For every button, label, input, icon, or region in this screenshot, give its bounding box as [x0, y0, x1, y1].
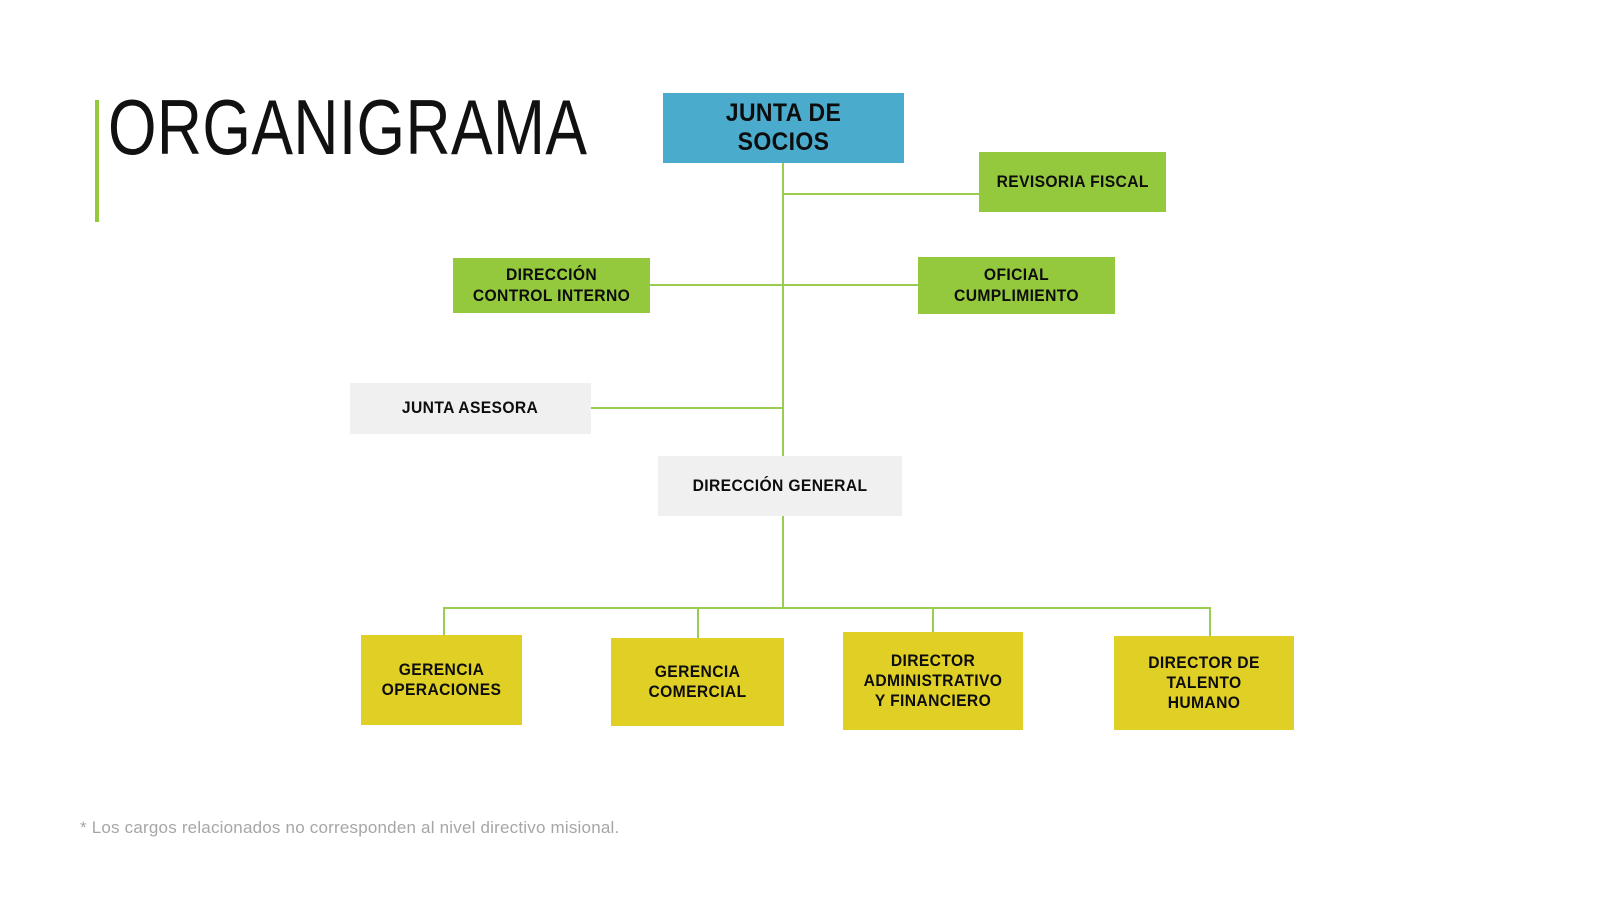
- connector-distribution-bar: [443, 607, 1210, 609]
- connector-tier2-crossbar: [650, 284, 919, 286]
- node-gerencia-comercial[interactable]: GERENCIA COMERCIAL: [611, 638, 784, 726]
- node-label: DIRECTOR DE TALENTO HUMANO: [1148, 652, 1260, 713]
- title-accent-bar: [95, 100, 99, 222]
- connector-drop-gerencia-operaciones: [443, 607, 445, 635]
- connector-trunk-lower: [782, 516, 784, 609]
- node-direccion-control-interno[interactable]: DIRECCIÓN CONTROL INTERNO: [453, 258, 650, 313]
- connector-drop-director-admin-financiero: [932, 607, 934, 632]
- page-title: ORGANIGRAMA: [108, 83, 588, 171]
- connector-to-junta-asesora: [591, 407, 783, 409]
- connector-drop-gerencia-comercial: [697, 607, 699, 638]
- node-label: JUNTA ASESORA: [402, 398, 539, 418]
- node-label: DIRECCIÓN GENERAL: [692, 475, 868, 495]
- connector-trunk-main: [782, 163, 784, 458]
- node-director-administrativo-financiero[interactable]: DIRECTOR ADMINISTRATIVO Y FINANCIERO: [843, 632, 1023, 730]
- node-label: REVISORIA FISCAL: [996, 171, 1149, 191]
- connector-to-revisoria-fiscal: [782, 193, 979, 195]
- node-oficial-cumplimiento[interactable]: OFICIAL CUMPLIMIENTO: [918, 257, 1115, 314]
- node-revisoria-fiscal[interactable]: REVISORIA FISCAL: [979, 152, 1166, 212]
- node-director-talento-humano[interactable]: DIRECTOR DE TALENTO HUMANO: [1114, 636, 1294, 730]
- node-label: GERENCIA COMERCIAL: [648, 661, 747, 701]
- node-label: DIRECCIÓN CONTROL INTERNO: [472, 265, 631, 305]
- node-junta-asesora[interactable]: JUNTA ASESORA: [350, 383, 591, 434]
- node-label: OFICIAL CUMPLIMIENTO: [954, 265, 1079, 305]
- node-direccion-general[interactable]: DIRECCIÓN GENERAL: [658, 456, 902, 516]
- connector-drop-director-talento-humano: [1209, 607, 1211, 636]
- node-label: GERENCIA OPERACIONES: [381, 659, 502, 699]
- footnote-text: * Los cargos relacionados no corresponde…: [80, 818, 620, 837]
- node-junta-de-socios[interactable]: JUNTA DE SOCIOS: [663, 93, 904, 163]
- node-label: JUNTA DE SOCIOS: [725, 98, 842, 157]
- node-label: DIRECTOR ADMINISTRATIVO Y FINANCIERO: [863, 650, 1003, 711]
- node-gerencia-operaciones[interactable]: GERENCIA OPERACIONES: [361, 635, 522, 725]
